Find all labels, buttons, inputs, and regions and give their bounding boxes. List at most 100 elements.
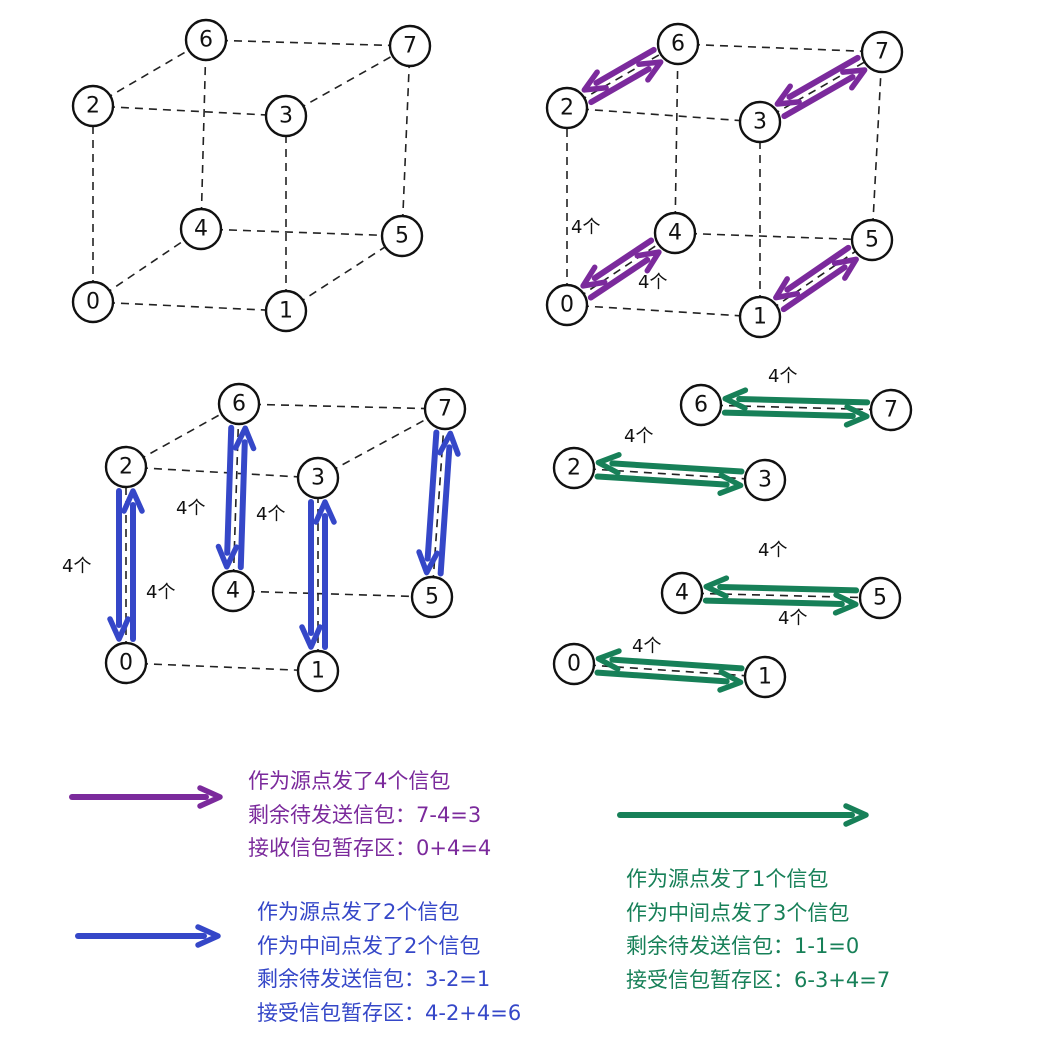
- cube-purple-edge-5-7: [871, 51, 883, 241]
- green-legend-arrow: [617, 803, 869, 827]
- cube-green-node-3-label: 3: [758, 468, 772, 493]
- cube-blue-node-1: 1: [296, 649, 340, 693]
- cube-plain-node-1-label: 1: [279, 299, 293, 324]
- cube-blue-edge-2-6: [125, 403, 240, 468]
- cube-purple-transfer-5-to-1-arrow: [773, 244, 852, 301]
- cube-plain-node-1: 1: [264, 289, 308, 333]
- cube-purple-node-6-label: 6: [671, 32, 685, 57]
- cube-purple-node-2: 2: [545, 86, 589, 130]
- cube-purple-edge-4-6: [674, 43, 679, 234]
- cube-green-transfer-2-to-3-arrow: [594, 472, 744, 496]
- cube-purple-transfer-3-to-7-arrow: [781, 67, 868, 120]
- cube-purple-edge-4-5: [674, 232, 873, 241]
- cube-green-transfer-5-to-4-arrow: [703, 575, 860, 599]
- green-legend-line1: 作为源点发了1个信包: [626, 867, 829, 891]
- cube-green-transfer-0-to-1-label: 4个: [632, 636, 661, 657]
- purple-legend-line3: 接收信包暂存区：0+4=4: [248, 836, 492, 860]
- cube-blue-transfer-2-to-0-label: 4个: [146, 582, 175, 603]
- cube-plain-edge-4-5: [200, 228, 403, 237]
- cube-blue-edge-5-7: [431, 408, 446, 598]
- cube-plain-node-2-label: 2: [86, 94, 100, 119]
- cube-purple-edge-0-1: [566, 304, 761, 318]
- cube-blue-node-3: 3: [296, 456, 340, 500]
- purple-legend-line2: 剩余待发送信包：7-4=3: [248, 802, 482, 827]
- cube-blue-transfer-3-to-1-arrow: [299, 499, 323, 650]
- cube-purple-node-0: 0: [545, 283, 589, 327]
- cube-blue-node-4: 4: [211, 569, 255, 613]
- cube-purple-node-4: 4: [653, 211, 697, 255]
- cube-blue-transfer-2-to-0-arrow: [107, 488, 131, 642]
- cube-green-node-0-label: 0: [567, 652, 581, 677]
- cube-purple-node-7: 7: [860, 30, 904, 74]
- cube-plain-node-6-label: 6: [199, 28, 213, 53]
- green-legend: 作为源点发了1个信包 作为中间点发了3个信包 剩余待发送信包：1-1=0 接受信…: [626, 863, 890, 997]
- cube-purple-node-6: 6: [656, 22, 700, 66]
- cube-green-node-1: 1: [743, 655, 787, 699]
- blue-legend-line3: 剩余待发送信包：3-2=1: [257, 967, 491, 991]
- cube-plain-node-6: 6: [184, 18, 228, 62]
- cube-purple-node-7-label: 7: [875, 40, 889, 65]
- cube-plain-edge-6-7: [205, 39, 411, 47]
- cube-plain-node-5-label: 5: [395, 224, 409, 249]
- cube-green-edge-2-3: [573, 467, 766, 481]
- green-legend-line3: 剩余待发送信包：1-1=0: [626, 934, 860, 958]
- cube-green-edge-4-5: [681, 592, 881, 599]
- cube-purple-transfer-0-to-4-label: 4个: [571, 217, 600, 238]
- blue-legend-line1: 作为源点发了2个信包: [257, 900, 460, 924]
- cube-purple-transfer-7-to-3-arrow: [774, 54, 861, 107]
- cube-plain-edge-2-6: [92, 39, 207, 107]
- cube-blue-transfer-5-to-7-arrow: [437, 430, 461, 577]
- cube-blue-edge-4-6: [232, 403, 240, 592]
- cube-blue-node-0: 0: [104, 641, 148, 685]
- cube-plain-edge-0-1: [92, 301, 287, 312]
- cube-purple-transfer-1-to-5-arrow: [780, 256, 859, 313]
- cube-green-transfer-3-to-2-arrow: [595, 452, 745, 476]
- cube-plain-node-4-label: 4: [194, 217, 208, 242]
- cube-plain-node-2: 2: [71, 84, 115, 128]
- cube-plain-node-3-label: 3: [279, 104, 293, 129]
- cube-blue-transfer-4-to-6-label: 4个: [176, 498, 205, 519]
- cube-green-transfer-6-to-7-label: 4个: [768, 366, 797, 387]
- cube-blue-edge-2-3: [125, 466, 319, 479]
- blue-legend-arrow: [75, 924, 221, 948]
- cube-green-node-2-label: 2: [567, 456, 581, 481]
- cube-green-transfer-5-to-4-label: 4个: [778, 608, 807, 629]
- cube-green-node-6: 6: [679, 383, 723, 427]
- cube-purple-node-3-label: 3: [753, 110, 767, 135]
- cube-green-transfer-7-to-6-arrow: [722, 387, 871, 411]
- cube-green-node-5: 5: [858, 576, 902, 620]
- cube-blue-transfer-0-to-2-arrow: [121, 488, 145, 642]
- cube-blue-node-2: 2: [104, 445, 148, 489]
- cube-green-node-7: 7: [869, 388, 913, 432]
- cube-green-node-4: 4: [660, 571, 704, 615]
- cube-purple-transfer-2-to-6-arrow: [588, 59, 664, 106]
- cube-plain-edge-5-7: [401, 45, 411, 237]
- cube-blue-transfer-4-to-6-arrow: [232, 425, 257, 571]
- cube-purple-transfer-6-to-2-arrow: [581, 46, 657, 93]
- cube-blue-node-7-label: 7: [438, 397, 452, 422]
- cube-plain-node-7: 7: [388, 24, 432, 68]
- cube-blue-edge-0-1: [125, 662, 319, 672]
- cube-blue-transfer-6-to-4-arrow: [215, 424, 240, 570]
- blue-legend-line4: 接受信包暂存区：4-2+4=6: [257, 1000, 522, 1025]
- cube-green-node-6-label: 6: [694, 393, 708, 418]
- cube-green-node-1-label: 1: [758, 665, 772, 690]
- cube-blue-node-5-label: 5: [425, 585, 439, 610]
- cube-plain-edge-1-5: [285, 235, 403, 312]
- cube-green-node-2: 2: [552, 446, 596, 490]
- cube-blue-edge-4-5: [232, 590, 433, 598]
- cube-blue-node-2-label: 2: [119, 455, 133, 480]
- cube-purple-edge-3-7: [759, 51, 883, 123]
- cube-blue-node-5: 5: [410, 575, 454, 619]
- cube-plain-edge-4-6: [200, 39, 207, 230]
- cube-blue-node-7: 7: [423, 387, 467, 431]
- blue-legend: 作为源点发了2个信包 作为中间点发了2个信包 剩余待发送信包：3-2=1 接受信…: [257, 896, 521, 1030]
- cube-purple-node-5: 5: [850, 218, 894, 262]
- cube-purple-node-0-label: 0: [560, 293, 574, 318]
- cube-purple-edge-2-6: [566, 43, 679, 109]
- cube-blue-edge-3-7: [317, 408, 446, 479]
- cube-green-node-4-label: 4: [675, 581, 689, 606]
- cube-blue-transfer-7-to-5-arrow: [416, 429, 440, 576]
- purple-legend-line1: 作为源点发了4个信包: [248, 769, 451, 793]
